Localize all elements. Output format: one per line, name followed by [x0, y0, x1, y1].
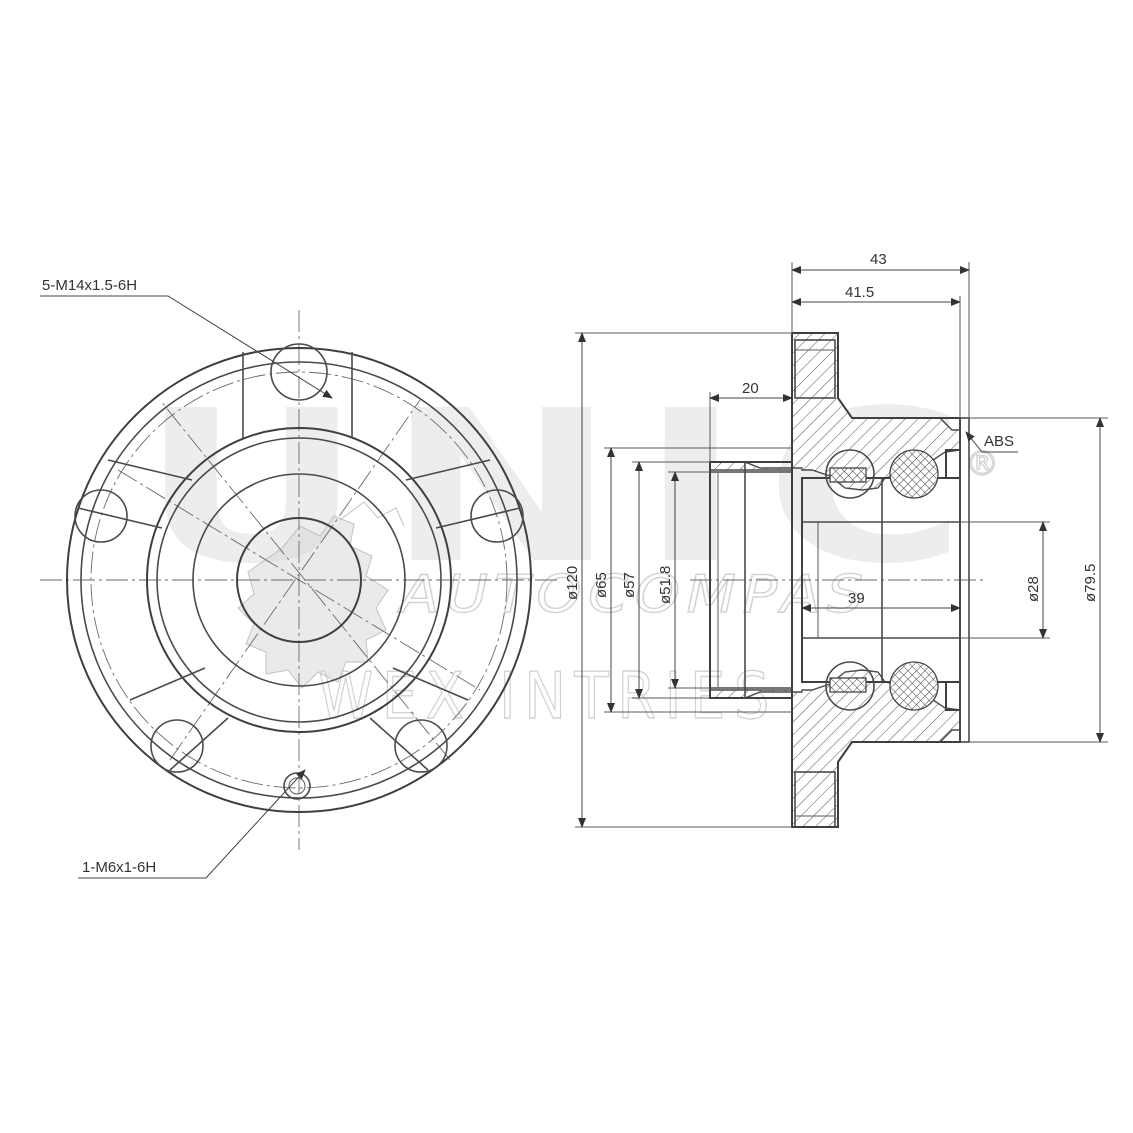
ball-lower-right	[889, 661, 939, 711]
dim-bore: ø51.8	[657, 471, 710, 689]
front-view-diagonal-centerline-c	[159, 399, 451, 761]
front-view-ribs	[77, 352, 521, 771]
dim-bore-label: ø51.8	[657, 566, 674, 604]
screw-hole-inner	[288, 777, 306, 795]
bolt-hole-bottom-right	[394, 719, 448, 773]
thread-holes-callout: 5-M14x1.5-6H	[42, 277, 137, 294]
ball-lower-left	[825, 661, 875, 711]
dim-flange-diameter: ø120	[564, 332, 792, 828]
front-view-bolt-circle	[90, 371, 508, 789]
bolt-hole-left	[74, 489, 128, 543]
front-view-hub-ring-middle	[156, 437, 442, 723]
dim-outer-diameter: ø79.5	[969, 417, 1108, 743]
watermark-line1: AUTOCOMPAS	[397, 565, 870, 625]
front-view-diagonal-centerline-a	[117, 469, 481, 691]
dim-pilot-inner-label: ø57	[621, 572, 638, 598]
dim-flange-to-face: 41.5	[791, 284, 961, 418]
bolt-hole-top	[270, 343, 328, 401]
dim-pilot-depth-label: 20	[742, 380, 759, 397]
ball-upper-left	[825, 449, 875, 499]
dim-pilot-inner: ø57	[621, 461, 710, 699]
dim-total-length-label: 43	[870, 251, 887, 268]
front-view-flange-outer	[66, 347, 532, 813]
dim-outer-diameter-label: ø79.5	[1082, 564, 1099, 602]
stud-pocket-upper	[794, 339, 836, 399]
dim-pilot-outer: ø65	[593, 447, 792, 713]
abs-ring	[959, 417, 970, 743]
front-view-hub-ring-pilot	[192, 473, 406, 687]
abs-leader: ABS	[965, 431, 1018, 453]
watermark-registered: ®	[965, 444, 999, 484]
front-view: 5-M14x1.5-6H 1-M6x1-6H	[40, 277, 560, 879]
dim-total-length: 43	[791, 251, 970, 418]
thread-holes-leader: 5-M14x1.5-6H	[40, 277, 333, 399]
dim-bearing-width: 39	[801, 590, 961, 612]
seal-lower	[945, 681, 961, 711]
bolt-hole-right	[470, 489, 524, 543]
dim-flange-diameter-label: ø120	[564, 566, 581, 600]
ball-upper-right	[889, 449, 939, 499]
screw-hole-leader: 1-M6x1-6H	[78, 769, 306, 879]
watermark-gear-icon	[237, 501, 405, 689]
screw-hole-callout: 1-M6x1-6H	[82, 859, 156, 876]
dim-pilot-outer-label: ø65	[593, 572, 610, 598]
screw-hole-outer	[283, 772, 311, 800]
pilot-outer	[709, 461, 793, 699]
watermark-line2: WEX INTRIES	[318, 660, 778, 734]
dim-flange-to-face-label: 41.5	[845, 284, 874, 301]
dim-inner-bore-label: ø28	[1025, 576, 1042, 602]
section-view: 43 41.5 20 39 ø120 ø65	[564, 251, 1108, 828]
bolt-hole-bottom-left	[150, 719, 204, 773]
front-view-flange-inner	[80, 361, 518, 799]
front-view-bore	[236, 517, 362, 643]
front-view-diagonal-centerline-b	[169, 399, 421, 761]
front-view-hub-ring-outer	[146, 427, 452, 733]
dim-inner-bore: ø28	[960, 521, 1050, 639]
dim-bearing-width-label: 39	[848, 590, 865, 607]
abs-label: ABS	[984, 433, 1014, 450]
dim-pilot-depth: 20	[709, 380, 793, 462]
